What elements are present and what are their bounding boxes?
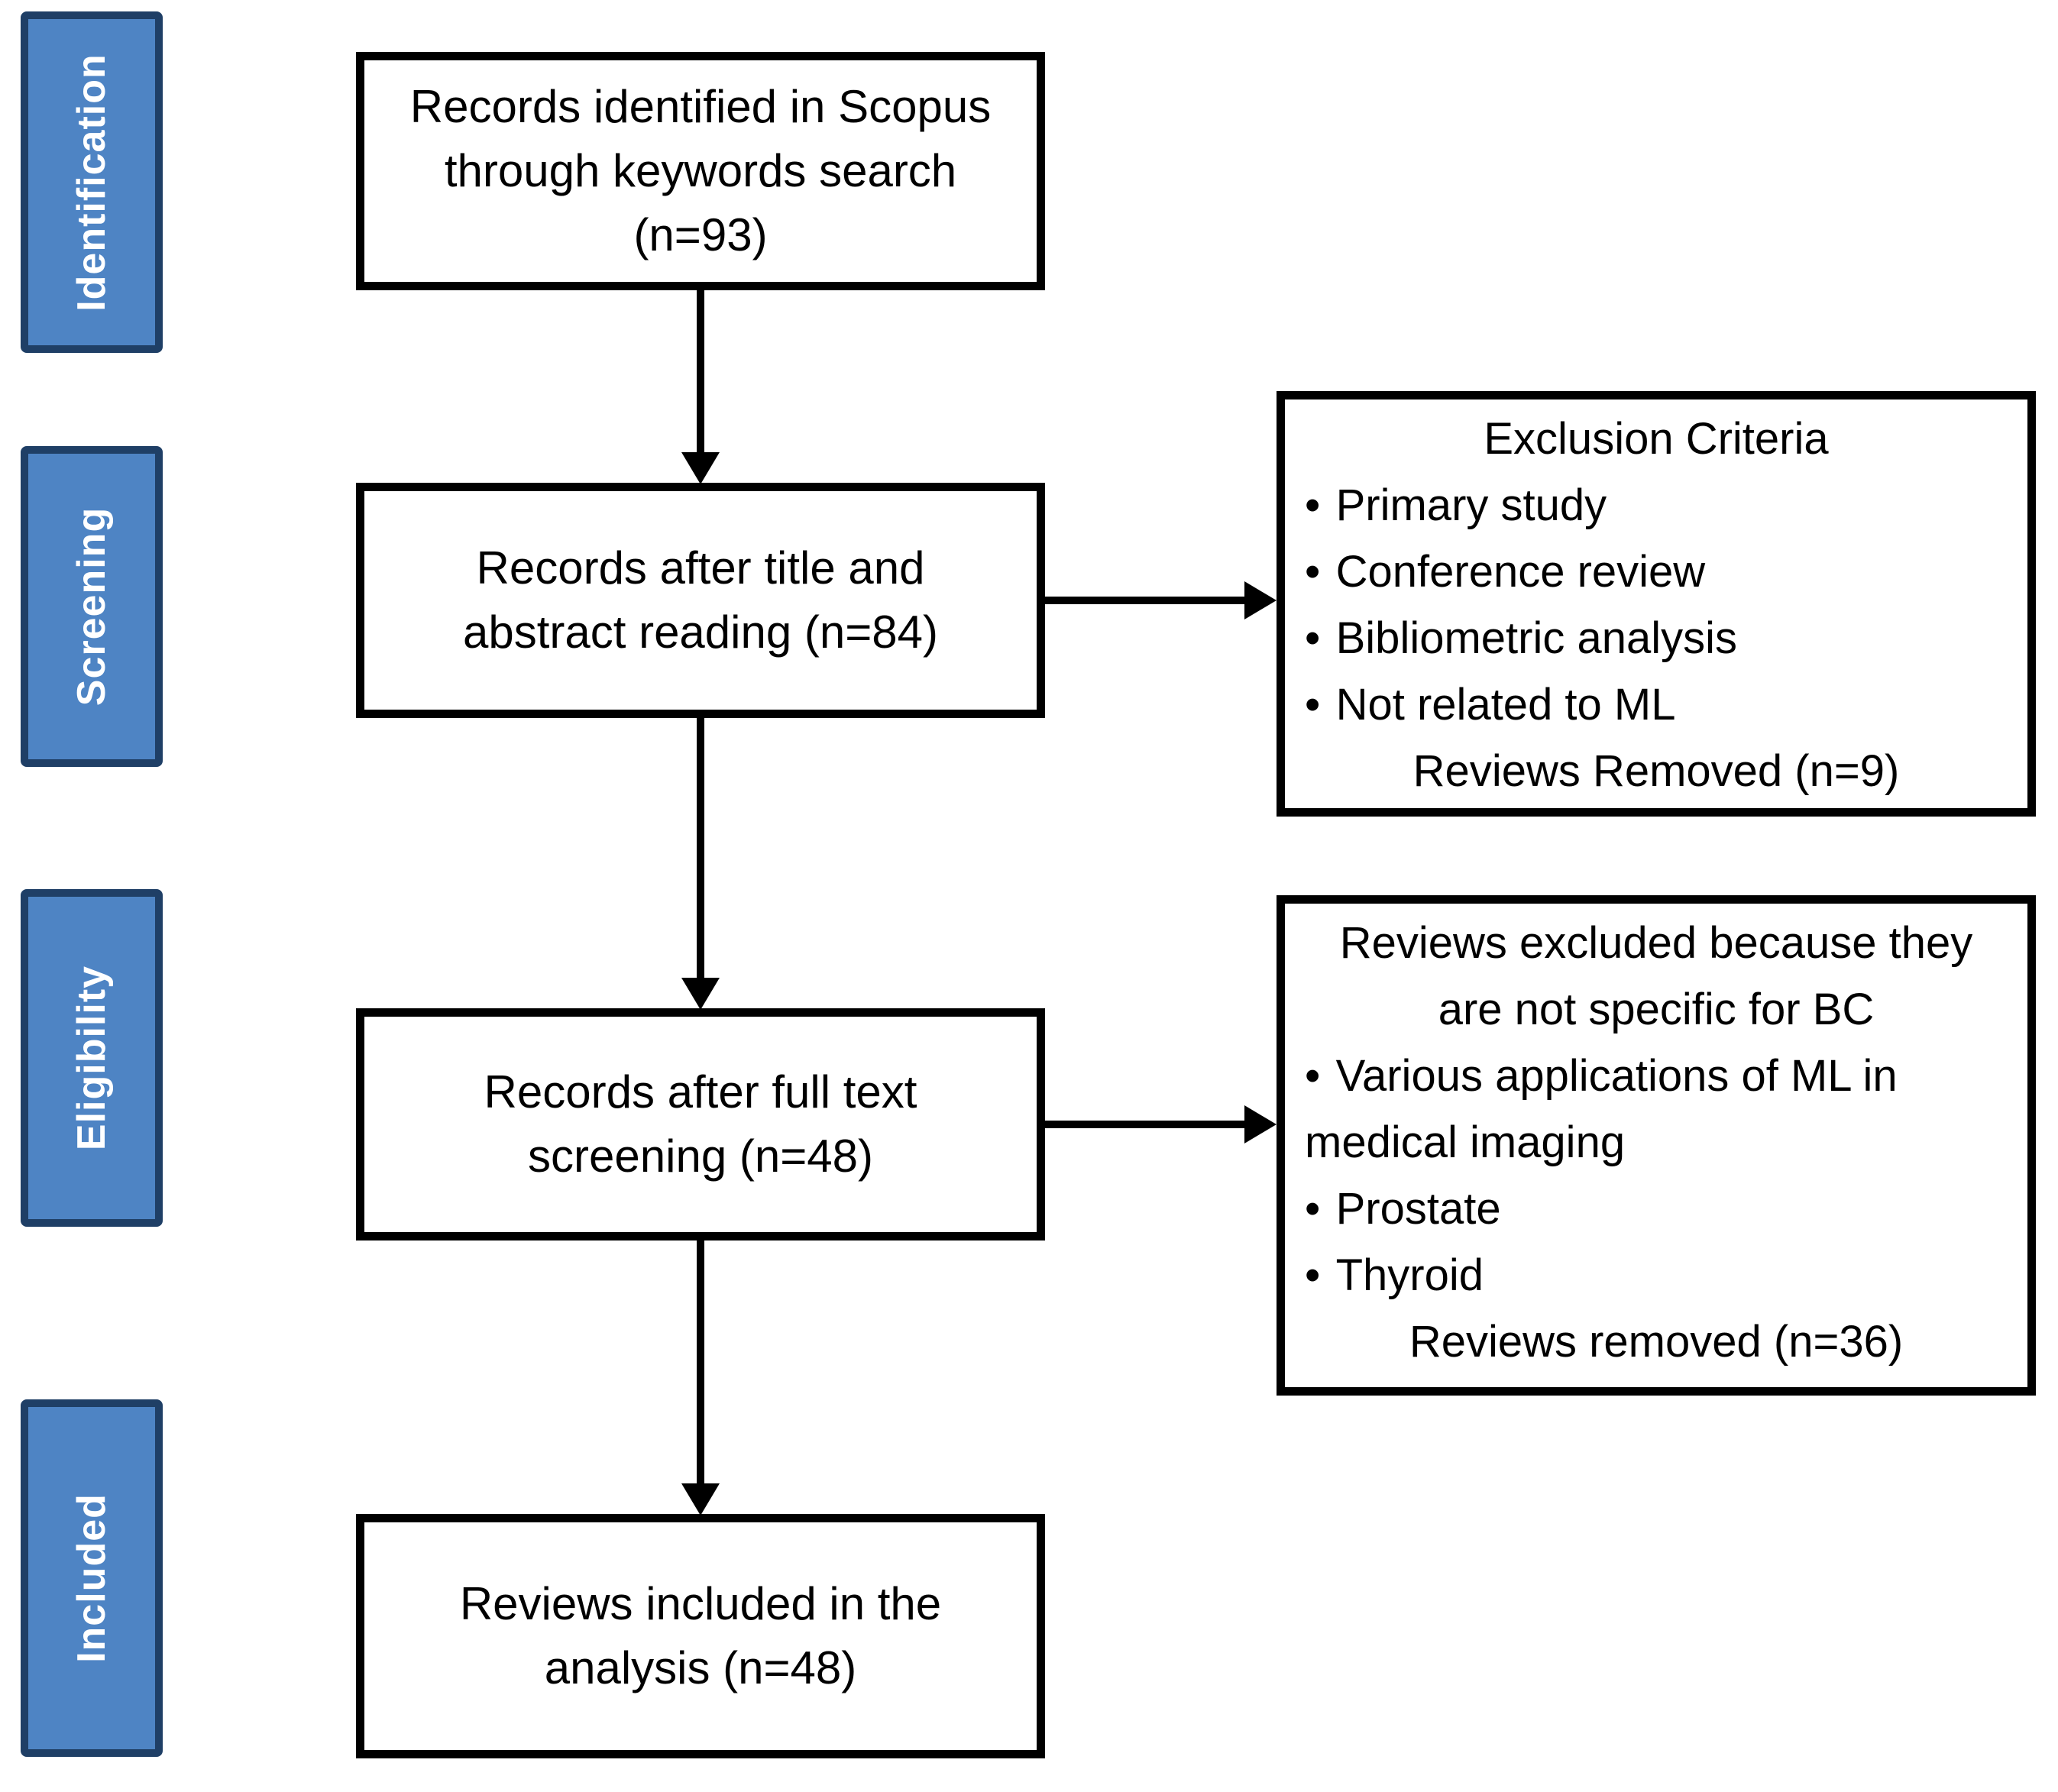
flow-box-included-text: Reviews included in the analysis (n=48) — [459, 1578, 942, 1693]
bullet-icon: • — [1305, 1250, 1321, 1300]
arrow-line — [697, 290, 704, 455]
arrow-head-right-icon — [1244, 581, 1277, 619]
bullet-icon: • — [1305, 547, 1321, 597]
flow-box-included: Reviews included in the analysis (n=48) — [356, 1514, 1045, 1758]
stage-included-label: Included — [70, 1493, 115, 1663]
stage-identification-label: Identification — [70, 53, 114, 312]
side-box-exclusion-criteria: Exclusion Criteria •Primary study •Confe… — [1277, 391, 2036, 817]
side-box-bc-title: Reviews excluded because they are not sp… — [1339, 918, 1973, 1034]
exclusion-bullet-bibliometric: •Bibliometric analysis — [1305, 613, 1738, 663]
bullet-icon: • — [1305, 1051, 1321, 1101]
bc-bullet-various-ml: •Various applications of ML in medical i… — [1305, 1051, 1898, 1167]
stage-eligibility: Eligibility — [21, 889, 163, 1227]
exclusion-bullet-conference-review: •Conference review — [1305, 547, 1706, 597]
bullet-icon: • — [1305, 480, 1321, 530]
arrow-line — [1045, 1121, 1246, 1128]
side-box-exclusion-title: Exclusion Criteria — [1484, 414, 1829, 464]
exclusion-bullet-not-ml: •Not related to ML — [1305, 680, 1676, 729]
exclusion-footer-removed-count: Reviews Removed (n=9) — [1412, 746, 1900, 796]
side-box-not-specific-bc: Reviews excluded because they are not sp… — [1277, 895, 2036, 1396]
flow-box-records-identified-text: Records identified in Scopus through key… — [409, 81, 992, 260]
bc-footer-removed-count: Reviews removed (n=36) — [1409, 1317, 1904, 1367]
stage-included: Included — [21, 1399, 163, 1757]
flow-box-records-identified: Records identified in Scopus through key… — [356, 52, 1045, 290]
arrow-line — [1045, 597, 1246, 604]
arrow-head-down-icon — [681, 1483, 720, 1515]
arrow-head-down-icon — [681, 452, 720, 484]
arrow-line — [697, 718, 704, 981]
flow-box-full-text: Records after full text screening (n=48) — [356, 1008, 1045, 1240]
arrow-line — [697, 1240, 704, 1486]
stage-identification: Identification — [21, 11, 163, 353]
arrow-head-down-icon — [681, 978, 720, 1010]
stage-eligibility-label: Eligibility — [70, 965, 115, 1151]
flow-box-title-abstract-text: Records after title and abstract reading… — [462, 542, 939, 658]
flow-box-full-text-text: Records after full text screening (n=48) — [484, 1066, 917, 1182]
stage-screening-label: Screening — [70, 506, 115, 707]
exclusion-bullet-primary-study: •Primary study — [1305, 480, 1607, 530]
bullet-icon: • — [1305, 1184, 1321, 1234]
bullet-icon: • — [1305, 680, 1321, 729]
stage-screening: Screening — [21, 446, 163, 767]
bullet-icon: • — [1305, 613, 1321, 663]
flow-box-title-abstract: Records after title and abstract reading… — [356, 483, 1045, 718]
bc-bullet-thyroid: •Thyroid — [1305, 1250, 1484, 1300]
bc-bullet-prostate: •Prostate — [1305, 1184, 1501, 1234]
arrow-head-right-icon — [1244, 1105, 1277, 1143]
